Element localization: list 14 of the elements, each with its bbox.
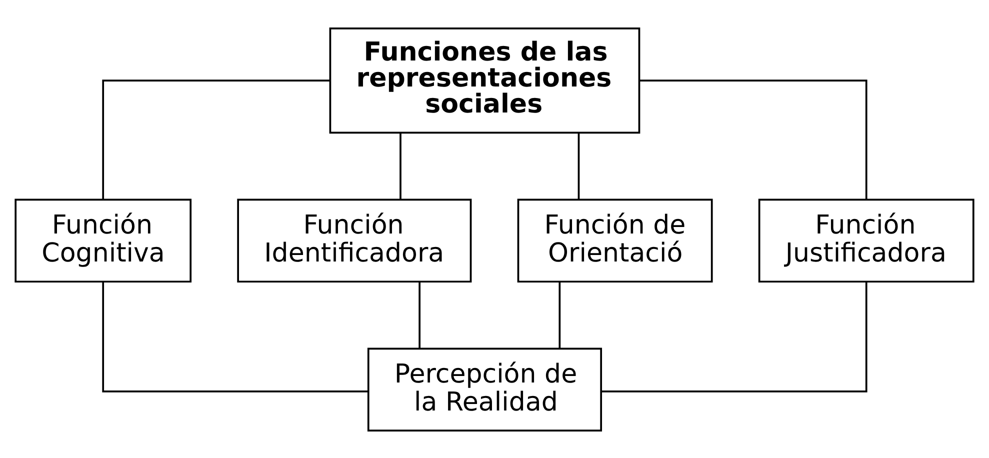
connector (418, 282, 420, 348)
connector (102, 281, 368, 392)
connector (558, 282, 561, 348)
connector (102, 79, 330, 199)
connector (639, 79, 868, 199)
connector (400, 132, 402, 199)
node-box: Funciones de las representaciones sociales (329, 27, 640, 134)
node-box: Percepción de la Realidad (367, 347, 602, 431)
node-box: Función Identificadora (237, 198, 472, 282)
connector (601, 281, 868, 392)
connector (578, 132, 580, 199)
node-box: Función Justificadora (758, 198, 974, 282)
node-box: Función de Orientació (517, 198, 713, 282)
node-box: Función Cognitiva (14, 198, 192, 282)
